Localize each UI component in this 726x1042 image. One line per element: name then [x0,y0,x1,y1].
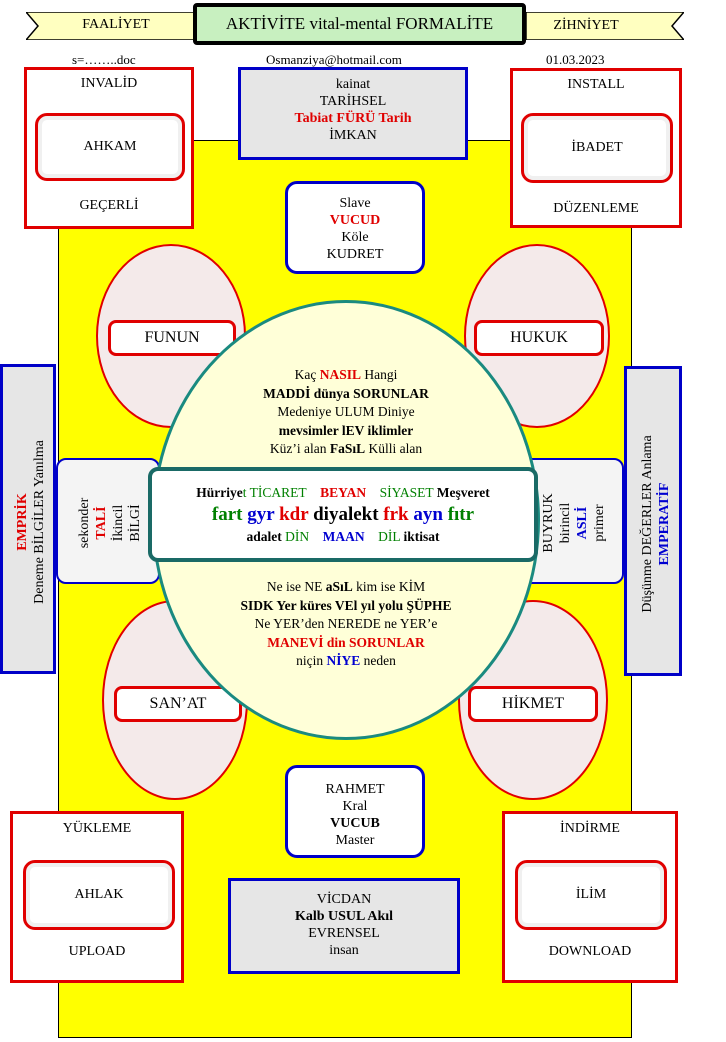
header-left-banner: FAALİYET [26,12,194,40]
ikincil-text: İkincil [111,504,126,542]
yukleme-label: YÜKLEME [62,821,132,836]
tarihsel-text: TARİHSEL [319,94,387,109]
upload-label: UPLOAD [68,944,126,959]
asli-text: ASLİ [575,506,590,540]
hikmet-label: HİKMET [468,686,598,722]
invalid-label: INVALİD [80,76,138,91]
center-row-3: adalet DİN MAAN DİL iktisat [246,529,440,544]
ahkam-box: AHKAM [35,113,185,181]
kole-text: Köle [341,230,369,245]
circle-bottom-line-5: niçin NİYE neden [296,653,396,668]
corner-box-bottom-left: YÜKLEME AHLAK UPLOAD [10,811,184,983]
circle-top-line-1: Kaç NASIL Hangi [294,367,398,382]
bilgi-text: BİLGİ [128,504,143,542]
ibadet-box: İBADET [521,113,673,183]
emprik-text: EMPRİK [15,493,30,551]
side-right-text: BUYRUK birincil ASLİ primer [540,493,608,552]
slave-text: Slave [339,196,371,211]
side-box-left: sekonder TALİ İkincil BİLGİ [56,458,160,584]
vicdan-text: VİCDAN [316,892,372,907]
sanat-label: SAN’AT [114,686,242,722]
tarihsel-box: kainat TARİHSEL Tabiat FÜRÜ Tarih İMKAN [238,67,468,160]
email: Osmanziya@hotmail.com [266,52,402,67]
faaliyet-label: FAALİYET [82,17,150,32]
slave-box: Slave VUCUD Köle KUDRET [285,181,425,274]
circle-top-line-5: Küz’i alan FaSıL Külli alan [269,441,423,456]
birincil-text: birincil [558,502,573,544]
circle-top-line-2: MADDİ dünya SORUNLAR [263,385,429,401]
corner-box-top-left: INVALİD AHKAM GEÇERLİ [24,67,194,229]
master-box: RAHMET Kral VUCUB Master [285,765,425,858]
file-name: s=……..doc [72,52,136,67]
emperatif-text: EMPERATİF [657,482,672,566]
sekonder-text: sekonder [77,497,92,549]
kainat-text: kainat [335,77,371,92]
center-row-2: fart gyr kdr diyalekt frk ayn fıtr [211,504,475,525]
evrensel-text: EVRENSEL [308,926,380,941]
circle-top-line-4: mevsimler lEV iklimler [278,422,414,438]
circle-top-line-3: Medeniye ULUM Diniye [277,404,415,419]
kudret-text: KUDRET [326,247,384,262]
download-label: DOWNLOAD [548,944,632,959]
install-label: INSTALL [567,77,625,92]
edge-right-text: Düşünme DEĞERLER Anlama EMPERATİF [639,435,673,612]
circle-bottom-text: Ne ise NE aSıL kim ise KİM SIDK Yer küre… [196,578,496,671]
hukuk-label: HUKUK [474,320,604,356]
edge-box-right: Düşünme DEĞERLER Anlama EMPERATİF [624,366,682,676]
vucub-text: VUCUB [330,816,380,831]
rahmet-text: RAHMET [325,782,385,797]
edge-left-text: EMPRİK Deneme BİLGİLER Yanılma [14,440,48,604]
corner-box-top-right: INSTALL İBADET DÜZENLEME [510,68,682,228]
deneme-text: Deneme BİLGİLER Yanılma [32,440,47,604]
center-row-1: Hürriyet TİCARET BEYAN SİYASET Meşveret [196,485,490,500]
center-box: Hürriyet TİCARET BEYAN SİYASET Meşveret … [148,467,538,562]
ahlak-box: AHLAK [23,860,175,930]
header-right-banner: ZİHNİYET [526,12,684,40]
dusunme-text: Düşünme DEĞERLER Anlama [640,435,655,613]
circle-bottom-line-1: Ne ise NE aSıL kim ise KİM [266,579,426,594]
gecerli-label: GEÇERLİ [79,198,139,213]
date: 01.03.2023 [546,52,605,67]
corner-box-bottom-right: İNDİRME İLİM DOWNLOAD [502,811,678,983]
vicdan-box: VİCDAN Kalb USUL Akıl EVRENSEL insan [228,878,460,974]
kalb-text: Kalb USUL Akıl [294,909,394,924]
vucud-text: VUCUD [329,213,381,228]
duzenleme-label: DÜZENLEME [553,201,639,216]
circle-top-text: Kaç NASIL Hangi MADDİ dünya SORUNLAR Med… [196,366,496,459]
indirme-label: İNDİRME [560,821,620,836]
tabiat-text: Tabiat FÜRÜ Tarih [294,111,412,126]
imkan-text: İMKAN [329,128,377,143]
insan-text: insan [329,943,359,958]
buyruk-text: BUYRUK [541,493,556,553]
page-title: AKTİVİTE vital-mental FORMALİTE [193,3,526,45]
primer-text: primer [592,504,607,542]
circle-bottom-line-2: SIDK Yer küres VEl yıl yolu ŞÜPHE [240,597,452,613]
tali-text: TALİ [94,506,109,540]
circle-bottom-line-3: Ne YER’den NEREDE ne YER’e [254,616,438,631]
funun-label: FUNUN [108,320,236,356]
ilim-box: İLİM [515,860,667,930]
zihniyet-label: ZİHNİYET [553,18,619,33]
side-left-text: sekonder TALİ İkincil BİLGİ [76,498,144,549]
circle-bottom-line-4: MANEVİ din SORUNLAR [267,634,425,650]
kral-text: Kral [342,799,368,814]
master-text: Master [335,833,375,848]
edge-box-left: EMPRİK Deneme BİLGİLER Yanılma [0,364,56,674]
